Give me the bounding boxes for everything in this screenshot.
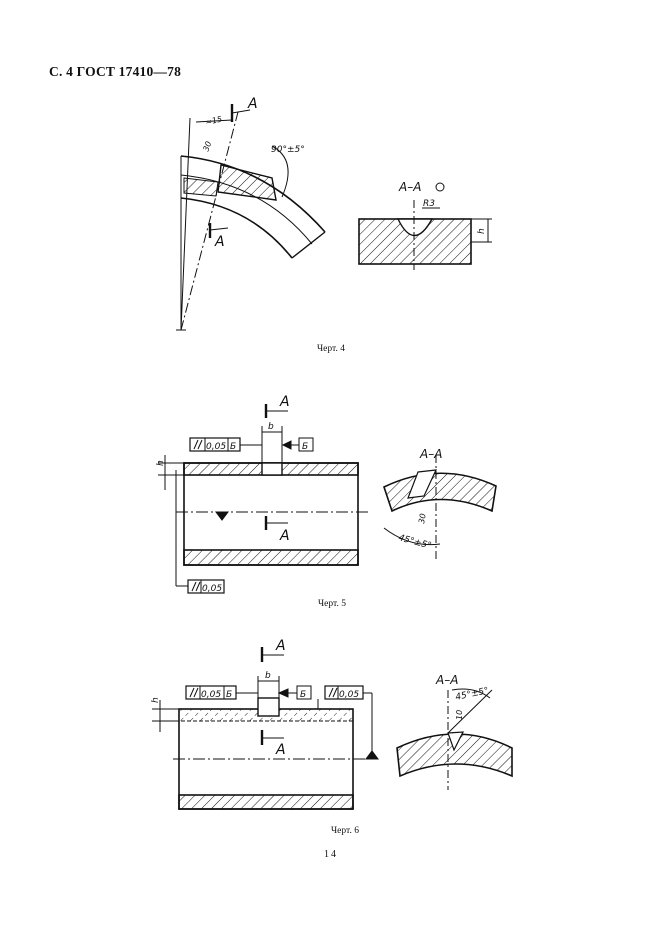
fig6-parallel-1 xyxy=(189,687,195,698)
fig6-tol-value-left: 0,05 xyxy=(201,690,221,700)
fig4-dim-line xyxy=(195,119,233,123)
fig5-tube-wall-bottom xyxy=(183,549,359,566)
fig4-caption: Черт. 4 xyxy=(317,344,345,354)
fig5-tol-value-bottom: 0,05 xyxy=(202,584,222,594)
fig5-height-label: h xyxy=(156,460,166,466)
fig5-slot xyxy=(261,462,283,476)
fig4-radial-line xyxy=(180,117,191,331)
fig6-section-label-top: А xyxy=(275,638,286,654)
fig4-arrow-shaft-top xyxy=(231,109,251,114)
fig6-parallel-3 xyxy=(328,687,334,698)
fig6-parallel-4 xyxy=(332,687,338,698)
fig6-section-ring xyxy=(396,733,513,778)
fig4-section-label-top: А xyxy=(247,96,258,112)
fig6-dim-small: 10 xyxy=(455,710,464,720)
fig4-axis-line xyxy=(180,111,239,331)
fig6-caption: Черт. 6 xyxy=(331,826,359,836)
fig5-section-title: А–А xyxy=(419,447,442,461)
fig4-end-cut xyxy=(291,231,326,259)
figure-6 xyxy=(152,647,513,810)
fig5-datum-triangle-axis xyxy=(215,511,229,521)
fig6-datum-triangle-axis xyxy=(365,750,379,760)
figure-4 xyxy=(176,104,492,331)
fig4-height-label: h xyxy=(477,228,487,234)
fig5-section-label-top: А xyxy=(279,394,290,410)
fig5-parallel-1 xyxy=(193,439,199,450)
fig6-tol-value-right: 0,05 xyxy=(339,690,359,700)
fig4-section-title: А–А xyxy=(398,180,421,194)
fig6-datum-triangle xyxy=(277,688,289,698)
fig4-section-label-bottom: А xyxy=(214,234,225,250)
fig6-width-label: b xyxy=(265,671,271,681)
fig4-inner-arc xyxy=(180,197,293,259)
fig6-tol-datum-left: Б xyxy=(226,690,232,700)
figure-5 xyxy=(158,404,497,594)
fig6-angle-leader xyxy=(447,689,493,734)
fig5-section-label-mid: А xyxy=(279,528,290,544)
page-number: 14 xyxy=(324,849,338,860)
fig6-datum-box xyxy=(296,685,312,700)
fig4-dim-angle: 90°±5° xyxy=(271,145,305,155)
fig4-dim-width: ≈15 xyxy=(205,115,223,127)
fig4-slot-left xyxy=(183,177,219,197)
fig5-parallel-3 xyxy=(191,581,197,592)
fig5-angle-arc xyxy=(383,527,441,546)
fig4-slot-section xyxy=(217,164,277,201)
fig4-arrow-shaft-bottom xyxy=(209,227,229,231)
fig6-height-label: h xyxy=(151,697,161,703)
fig5-datum-triangle xyxy=(281,440,292,450)
page-header: С. 4 ГОСТ 17410—78 xyxy=(49,64,182,79)
fig6-tube-outline xyxy=(178,708,354,810)
fig5-section-ring xyxy=(383,472,497,513)
fig4-dim-small: 30 xyxy=(201,140,213,153)
fig5-parallel-2 xyxy=(197,439,203,450)
fig5-datum-box xyxy=(298,437,314,452)
fig5-datum-letter: Б xyxy=(302,442,308,452)
fig5-parallel-4 xyxy=(195,581,201,592)
fig6-datum-letter: Б xyxy=(300,690,306,700)
fig6-parallel-2 xyxy=(193,687,199,698)
fig6-slot xyxy=(257,697,280,717)
fig4-radius-label: R3 xyxy=(423,199,435,209)
fig6-section-notch xyxy=(447,731,465,752)
fig6-angle-arc xyxy=(451,688,491,699)
fig5-tolerance-frame-bottom xyxy=(187,579,225,594)
fig5-dim-small: 30 xyxy=(417,513,428,525)
fig6-section-label-mid: А xyxy=(275,742,286,758)
fig4-groove xyxy=(396,218,434,237)
fig6-tube-wall-bottom xyxy=(178,794,354,810)
fig4-rotation-icon xyxy=(435,182,445,192)
fig5-tol-datum-top: Б xyxy=(230,442,236,452)
fig5-section-slot xyxy=(407,469,437,499)
fig4-angle-arc xyxy=(271,145,289,198)
fig6-section-title: А–А xyxy=(435,673,458,687)
fig5-width-label: b xyxy=(268,422,274,432)
fig5-caption: Черт. 5 xyxy=(318,599,346,609)
fig5-dim-angle: 45°±5° xyxy=(397,533,432,551)
fig5-tol-value-top: 0,05 xyxy=(206,442,226,452)
